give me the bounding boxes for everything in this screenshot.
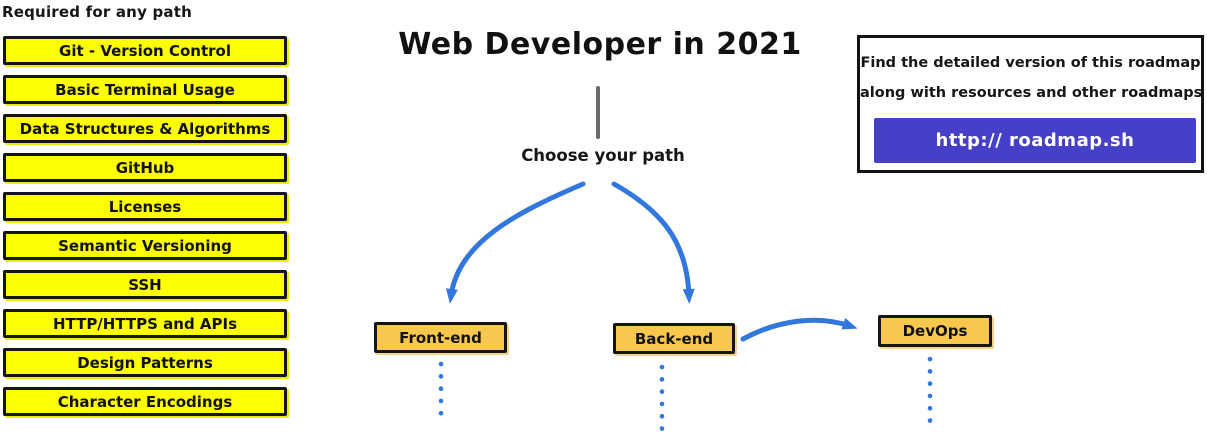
required-topic-label: Git - Version Control: [59, 41, 231, 60]
required-topic-box[interactable]: Licenses: [3, 192, 287, 221]
required-topic-box[interactable]: Basic Terminal Usage: [3, 75, 287, 104]
required-topic-label: Character Encodings: [57, 392, 233, 411]
required-topic-label: SSH: [128, 275, 162, 294]
roadmap-url-button[interactable]: http:// roadmap.sh: [874, 118, 1196, 163]
required-topic-label: Data Structures & Algorithms: [19, 119, 271, 138]
arrow-to-back-end: [611, 181, 695, 304]
info-text-line1: Find the detailed version of this roadma…: [860, 55, 1201, 71]
info-text-line2: along with resources and other roadmaps: [860, 85, 1203, 101]
required-topic-box[interactable]: Character Encodings: [3, 387, 287, 416]
required-topic-label: Semantic Versioning: [58, 236, 232, 255]
required-topic-label: GitHub: [115, 158, 175, 177]
required-topic-box[interactable]: Git - Version Control: [3, 36, 287, 65]
required-topic-box[interactable]: Semantic Versioning: [3, 231, 287, 260]
page-title: Web Developer in 2021: [398, 27, 802, 62]
required-section-heading: Required for any path: [2, 3, 192, 21]
choose-path-label: Choose your path: [521, 146, 685, 165]
arrow-to-devops: [740, 317, 858, 342]
required-topic-box[interactable]: GitHub: [3, 153, 287, 182]
node-front-end[interactable]: Front-end: [374, 322, 507, 353]
required-topic-label: HTTP/HTTPS and APIs: [52, 314, 238, 333]
required-topic-box[interactable]: Design Patterns: [3, 348, 287, 377]
required-topic-label: Basic Terminal Usage: [55, 80, 235, 99]
required-topic-label: Design Patterns: [77, 353, 213, 372]
node-devops[interactable]: DevOps: [878, 315, 992, 347]
arrow-to-front-end: [445, 181, 586, 304]
required-topic-label: Licenses: [108, 197, 182, 216]
node-back-end[interactable]: Back-end: [613, 323, 735, 354]
required-topic-box[interactable]: HTTP/HTTPS and APIs: [3, 309, 287, 338]
required-topic-box[interactable]: SSH: [3, 270, 287, 299]
info-box: Find the detailed version of this roadma…: [857, 35, 1204, 173]
required-topic-box[interactable]: Data Structures & Algorithms: [3, 114, 287, 143]
